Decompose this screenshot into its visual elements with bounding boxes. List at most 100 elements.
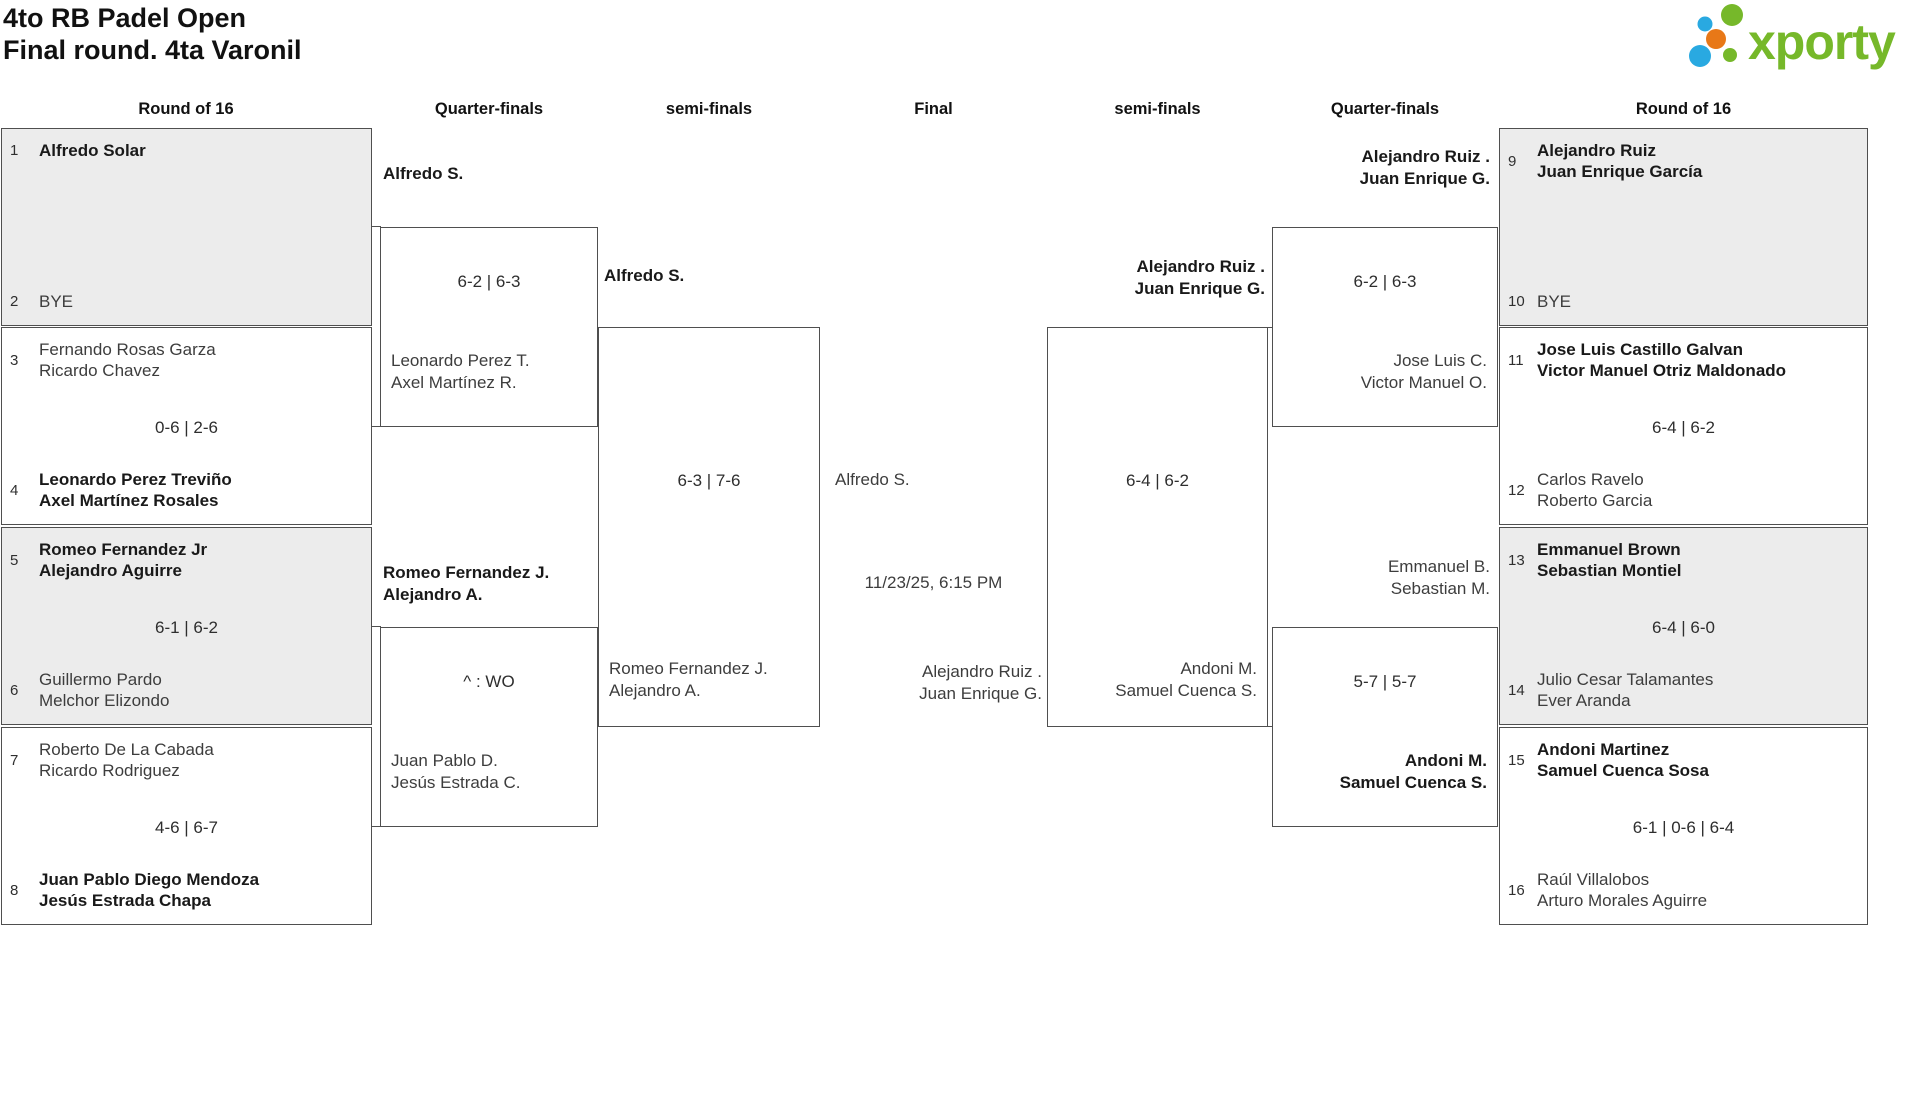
xporty-logo[interactable]: xporty [1686,2,1906,75]
qf-score: 6-2 | 6-3 [457,272,521,291]
qf-right-bottom-winner[interactable]: Andoni M.Samuel Cuenca S. [1339,751,1487,792]
seed-number: 16 [1508,881,1525,899]
match-score: 4-6 | 6-7 [154,818,218,837]
seed-number: 13 [1508,551,1525,569]
seed-number: 11 [1508,351,1524,369]
qf-score: 5-7 | 5-7 [1353,672,1417,691]
round-header-r16-right: Round of 16 [1635,100,1732,118]
sf-right-box[interactable]: 6-4 | 6-2 Andoni M.Samuel Cuenca S. [1047,327,1268,727]
seed-number: 12 [1508,481,1525,499]
sf-score: 6-3 | 7-6 [677,471,741,490]
sf-left-box[interactable]: 6-3 | 7-6 Romeo Fernandez J.Alejandro A. [598,327,820,727]
logo-dot-blue-large [1689,45,1711,67]
connector-line [372,226,381,227]
qf-left-bottom-loser[interactable]: Juan Pablo D.Jesús Estrada C. [391,751,521,792]
logo-dot-orange [1706,29,1726,49]
qf-score: ^ : WO [463,672,515,691]
logo-dot-green-small [1723,48,1737,62]
qf-right-bottom-feeder-label[interactable]: Emmanuel B.Sebastian M. [1387,557,1490,598]
seed-number: 2 [10,293,19,310]
team-seed-1[interactable]: 1 Alfredo Solar [2,140,146,161]
seed-number: 6 [10,681,19,699]
qf-right-bottom-box[interactable]: 5-7 | 5-7 Andoni M.Samuel Cuenca S. [1272,627,1498,827]
team-seed-10[interactable]: 10 BYE [1500,291,1571,312]
logo-dot-green-large [1721,4,1743,26]
sf-left-winner-label[interactable]: Alfredo S. [604,266,685,285]
connector-line [372,626,381,627]
qf-right-top-winner-label[interactable]: Alejandro Ruiz .Juan Enrique G. [1359,147,1490,188]
connector-line [1268,327,1273,328]
seed-number: 8 [10,881,19,899]
seed-number: 3 [10,351,19,369]
match-score: 6-1 | 0-6 | 6-4 [1632,818,1735,837]
sf-right-winner-label[interactable]: Alejandro Ruiz .Juan Enrique G. [1134,257,1265,298]
seed-number: 9 [1508,152,1517,170]
match-score: 6-4 | 6-0 [1651,618,1715,637]
qf-left-top-winner-label[interactable]: Alfredo S. [383,164,464,183]
connector-line [372,826,381,827]
team-names: Alfredo Solar [39,141,146,160]
round-header-sf-left: semi-finals [665,100,753,118]
round-header-qf-left: Quarter-finals [434,100,544,118]
match-score: 0-6 | 2-6 [154,418,218,437]
qf-right-top-box[interactable]: 6-2 | 6-3 Jose Luis C.Victor Manuel O. [1272,227,1498,427]
final-team-bottom[interactable]: Alejandro Ruiz .Juan Enrique G. [919,662,1042,703]
team-names: BYE [39,292,74,311]
seed-number: 5 [10,551,19,569]
match-r16-seeds-1-2[interactable]: 1 Alfredo Solar 2 BYE [1,128,372,326]
team-names: BYE [1537,292,1572,311]
team-seed-2[interactable]: 2 BYE [2,291,73,312]
page-title: 4to RB Padel Open Final round. 4ta Varon… [3,3,302,65]
qf-left-top-loser[interactable]: Leonardo Perez T.Axel Martínez R. [391,351,530,392]
sf-right-loser[interactable]: Andoni M.Samuel Cuenca S. [1115,659,1257,700]
xporty-logo-graphic: xporty [1689,4,1897,70]
match-score: 6-4 | 6-2 [1651,418,1715,437]
seed-number: 4 [10,481,19,499]
final-datetime: 11/23/25, 6:15 PM [864,573,1003,592]
round-header-sf-right: semi-finals [1114,100,1201,118]
match-score: 6-1 | 6-2 [154,618,218,637]
connector-line [372,426,381,427]
round-header-r16-left: Round of 16 [138,100,234,118]
qf-score: 6-2 | 6-3 [1353,272,1417,291]
qf-right-top-loser[interactable]: Jose Luis C.Victor Manuel O. [1360,351,1487,392]
qf-left-bottom-winner-label[interactable]: Romeo Fernandez J.Alejandro A. [383,563,550,604]
final-team-top[interactable]: Alfredo S. [835,470,910,489]
seed-number: 15 [1508,751,1525,769]
round-header-final: Final [914,100,953,118]
sf-left-loser[interactable]: Romeo Fernandez J.Alejandro A. [609,659,768,700]
qf-left-top-box[interactable]: 6-2 | 6-3 Leonardo Perez T.Axel Martínez… [380,227,598,427]
qf-left-bottom-box[interactable]: ^ : WO Juan Pablo D.Jesús Estrada C. [380,627,598,827]
